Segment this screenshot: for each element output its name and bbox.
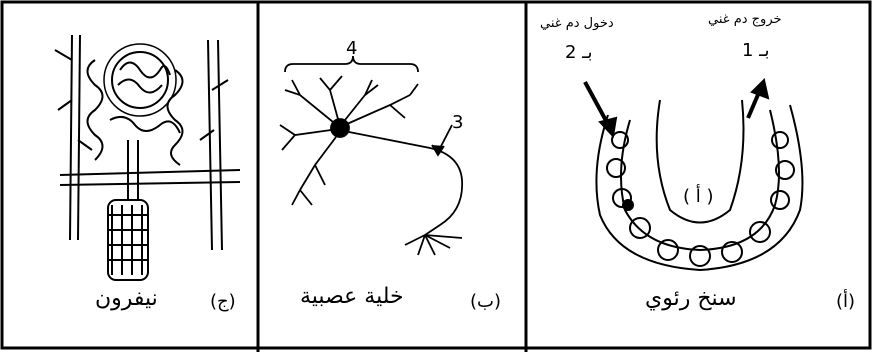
panel-a-letter: (أ) <box>836 291 855 312</box>
neuron-label-3: 3 <box>452 112 463 133</box>
panel-a-caption: سنخ رئوي <box>645 286 737 311</box>
nephron-drawing <box>55 35 240 280</box>
alveolus-center-label: ( أ ) <box>683 186 714 207</box>
blood-in-text: دخول دم غني <box>540 16 614 31</box>
panel-b-letter: (ب) <box>470 291 501 312</box>
neuron-label-4: 4 <box>346 38 357 59</box>
neuron-drawing <box>280 56 462 255</box>
panel-b-caption: خلية عصبية <box>300 284 404 309</box>
alveolus-drawing <box>585 80 802 270</box>
panel-c-letter: (ج) <box>210 291 236 312</box>
blood-in-sub: بـ 2 <box>565 42 592 63</box>
blood-out-text: خروج دم غني <box>708 12 782 27</box>
panel-c-caption: نيفرون <box>95 286 158 311</box>
blood-out-sub: بـ 1 <box>742 40 769 61</box>
